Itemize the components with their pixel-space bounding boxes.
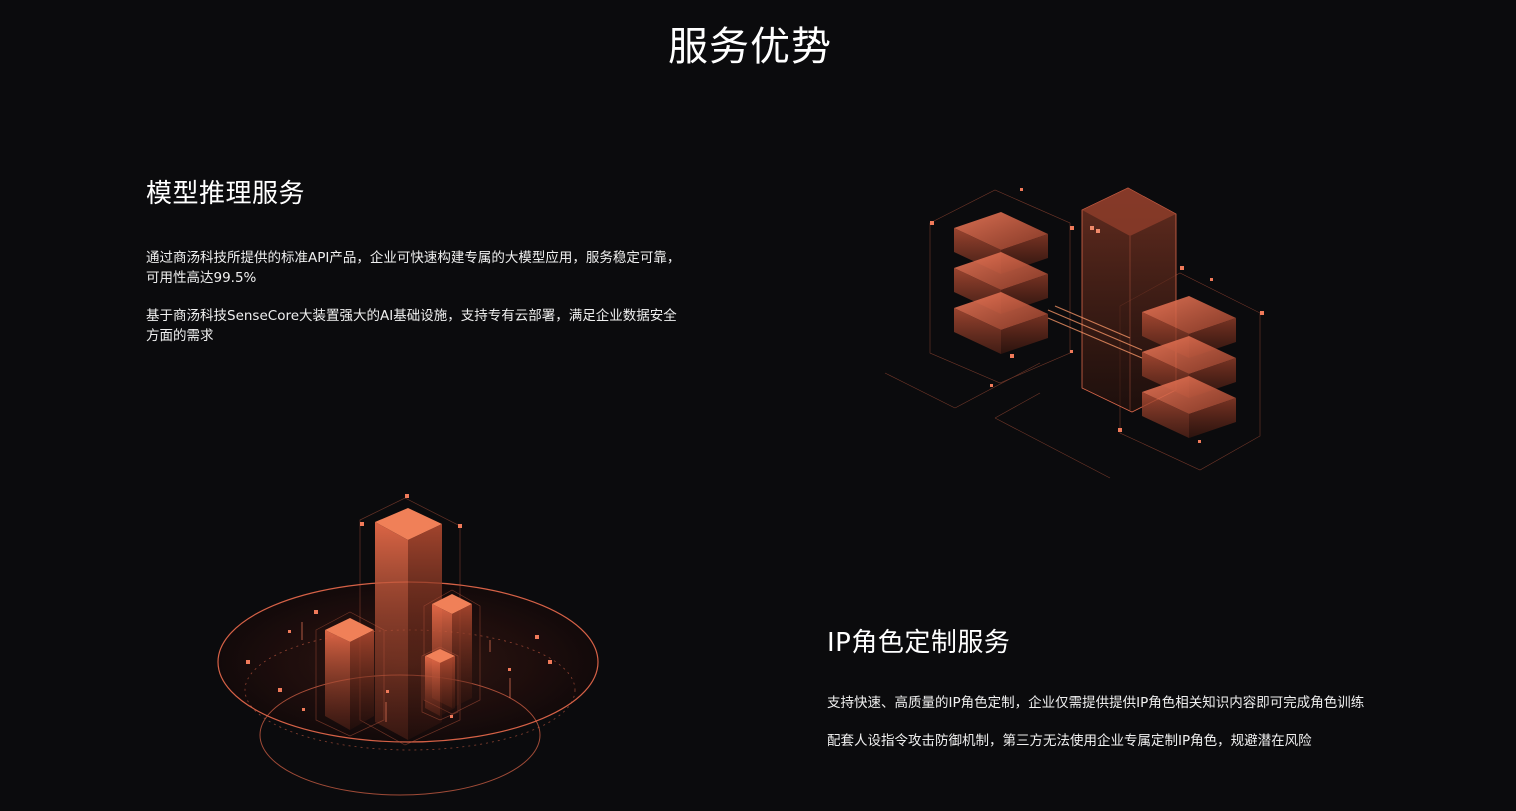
- inference-service-paragraph-2: 基于商汤科技SenseCore大装置强大的AI基础设施，支持专有云部署，满足企业…: [146, 308, 677, 344]
- right-server-stack: [1142, 296, 1236, 438]
- ip-role-service-title: IP角色定制服务: [827, 628, 1011, 658]
- inference-service-section: 模型推理服务 通过商汤科技所提供的标准API产品，企业可快速构建专属的大模型应用…: [146, 173, 686, 346]
- inference-service-paragraph-1: 通过商汤科技所提供的标准API产品，企业可快速构建专属的大模型应用，服务稳定可靠…: [146, 250, 681, 286]
- ip-role-service-section: IP角色定制服务 支持快速、高质量的IP角色定制，企业仅需提供提供IP角色相关知…: [827, 622, 1367, 751]
- left-server-stack: [954, 212, 1048, 354]
- city-towers-illustration: [217, 494, 599, 796]
- page-title: 服务优势: [668, 24, 832, 70]
- server-cluster-illustration: [884, 187, 1264, 479]
- inference-service-title: 模型推理服务: [146, 179, 306, 209]
- left-tower: [315, 611, 385, 737]
- ip-role-service-paragraph-1: 支持快速、高质量的IP角色定制，企业仅需提供提供IP角色相关知识内容即可完成角色…: [827, 695, 1365, 711]
- ip-role-service-paragraph-2: 配套人设指令攻击防御机制，第三方无法使用企业专属定制IP角色，规避潜在风险: [827, 733, 1312, 749]
- small-tower: [421, 646, 459, 721]
